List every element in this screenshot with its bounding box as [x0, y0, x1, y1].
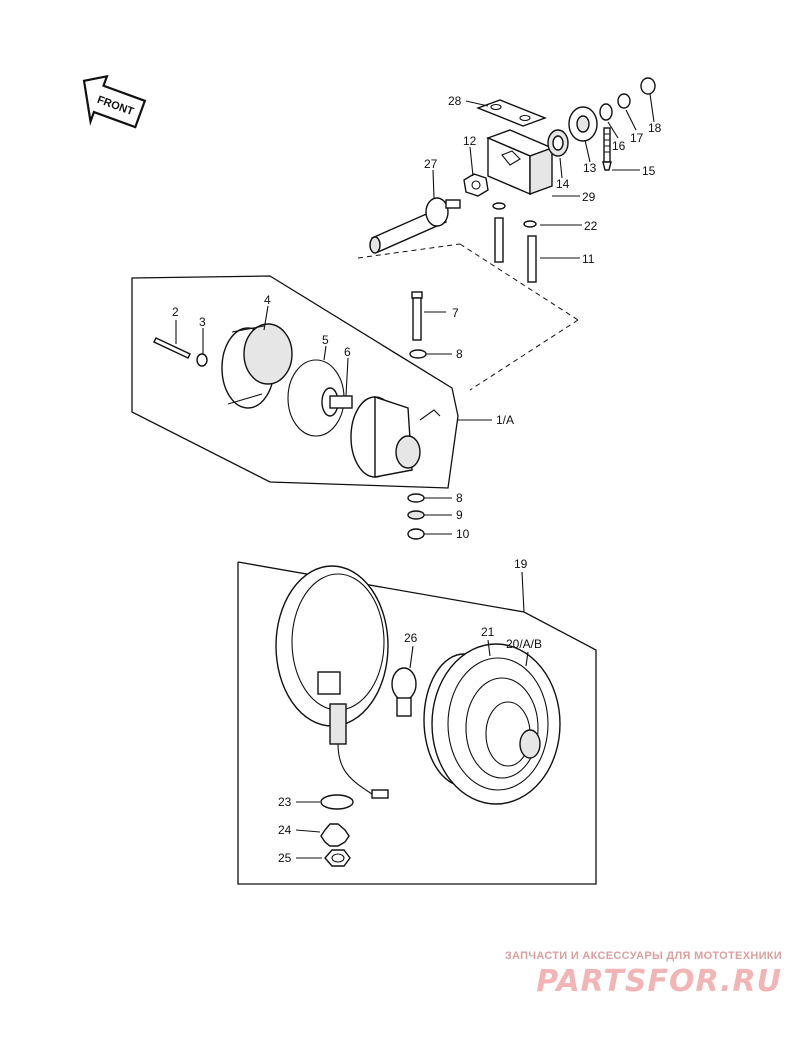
callout-4: 4	[264, 293, 271, 307]
callout-9: 9	[456, 508, 463, 522]
part-28-plate	[476, 99, 547, 127]
part-8-washer-lower	[407, 493, 425, 503]
part-26-bulb	[391, 667, 417, 717]
callout-27: 27	[424, 157, 438, 171]
callout-18: 18	[648, 121, 662, 135]
part-3-washer	[196, 353, 208, 367]
callout-11: 11	[582, 252, 595, 266]
callout-7: 7	[452, 306, 459, 320]
watermark-caption: ЗАПЧАСТИ И АКСЕССУАРЫ ДЛЯ МОТОТЕХНИКИ	[504, 950, 782, 962]
callout-22: 22	[584, 219, 598, 233]
callout-10: 10	[456, 527, 470, 541]
callout-2: 2	[172, 305, 179, 319]
callout-15: 15	[642, 164, 656, 178]
part-6-mount	[321, 387, 353, 417]
callout-5: 5	[322, 333, 329, 347]
part-18-ring	[640, 77, 656, 95]
callout-28: 28	[448, 94, 462, 108]
callout-16: 16	[612, 139, 626, 153]
part-29-bracket	[486, 129, 554, 196]
part-2-bolt	[153, 337, 191, 359]
part-24-lock-washer	[320, 823, 350, 847]
connector-top	[357, 243, 579, 391]
part-23-washer	[320, 794, 354, 810]
callout-labels: 28 12 27 14 13 16 17 18 15 29 22 11 7 8 …	[172, 94, 662, 865]
part-20-lens	[431, 643, 561, 805]
watermark-logo: PARTSFOR.RU	[536, 964, 782, 999]
part-10-nut	[407, 528, 425, 540]
callout-12: 12	[463, 134, 477, 148]
part-1a-lamp-body	[350, 396, 441, 478]
watermark: ЗАПЧАСТИ И АКСЕССУАРЫ ДЛЯ МОТОТЕХНИКИ PA…	[472, 950, 782, 999]
callout-8-upper: 8	[456, 347, 463, 361]
part-19-rim	[275, 565, 389, 727]
callout-19: 19	[514, 557, 528, 571]
part-15-bolt	[602, 127, 612, 171]
part-socket-wire	[317, 671, 389, 799]
callout-6: 6	[344, 345, 351, 359]
callout-3: 3	[199, 315, 206, 329]
front-arrow-icon: FRONT	[82, 74, 147, 129]
callout-26: 26	[404, 631, 418, 645]
part-9-washer	[407, 510, 425, 520]
part-7-bolt	[411, 291, 423, 341]
callout-24: 24	[278, 823, 292, 837]
part-11-bolt	[494, 217, 537, 283]
callout-25: 25	[278, 851, 292, 865]
callout-20ab: 20/A/B	[506, 637, 542, 651]
callout-21: 21	[481, 625, 495, 639]
part-12-nut	[463, 173, 489, 197]
part-27-stem	[369, 197, 461, 254]
leader-lines	[175, 93, 655, 859]
callout-8-lower: 8	[456, 491, 463, 505]
frame-1a	[131, 275, 459, 489]
part-17-ring	[617, 93, 631, 109]
callout-1a: 1/A	[496, 413, 514, 427]
part-14-bushing	[547, 129, 569, 157]
part-16-ring	[599, 103, 613, 121]
part-25-nut	[324, 849, 351, 867]
callout-29: 29	[582, 190, 596, 204]
part-13-washer	[568, 106, 598, 142]
frame-19	[237, 561, 597, 885]
part-22-nut	[523, 220, 537, 228]
callout-17: 17	[630, 131, 644, 145]
part-8-washer-upper	[409, 349, 427, 359]
callout-23: 23	[278, 795, 292, 809]
callout-14: 14	[556, 177, 570, 191]
callout-13: 13	[583, 161, 597, 175]
part-4-housing	[221, 323, 293, 409]
part-22-nut-b	[492, 202, 506, 210]
